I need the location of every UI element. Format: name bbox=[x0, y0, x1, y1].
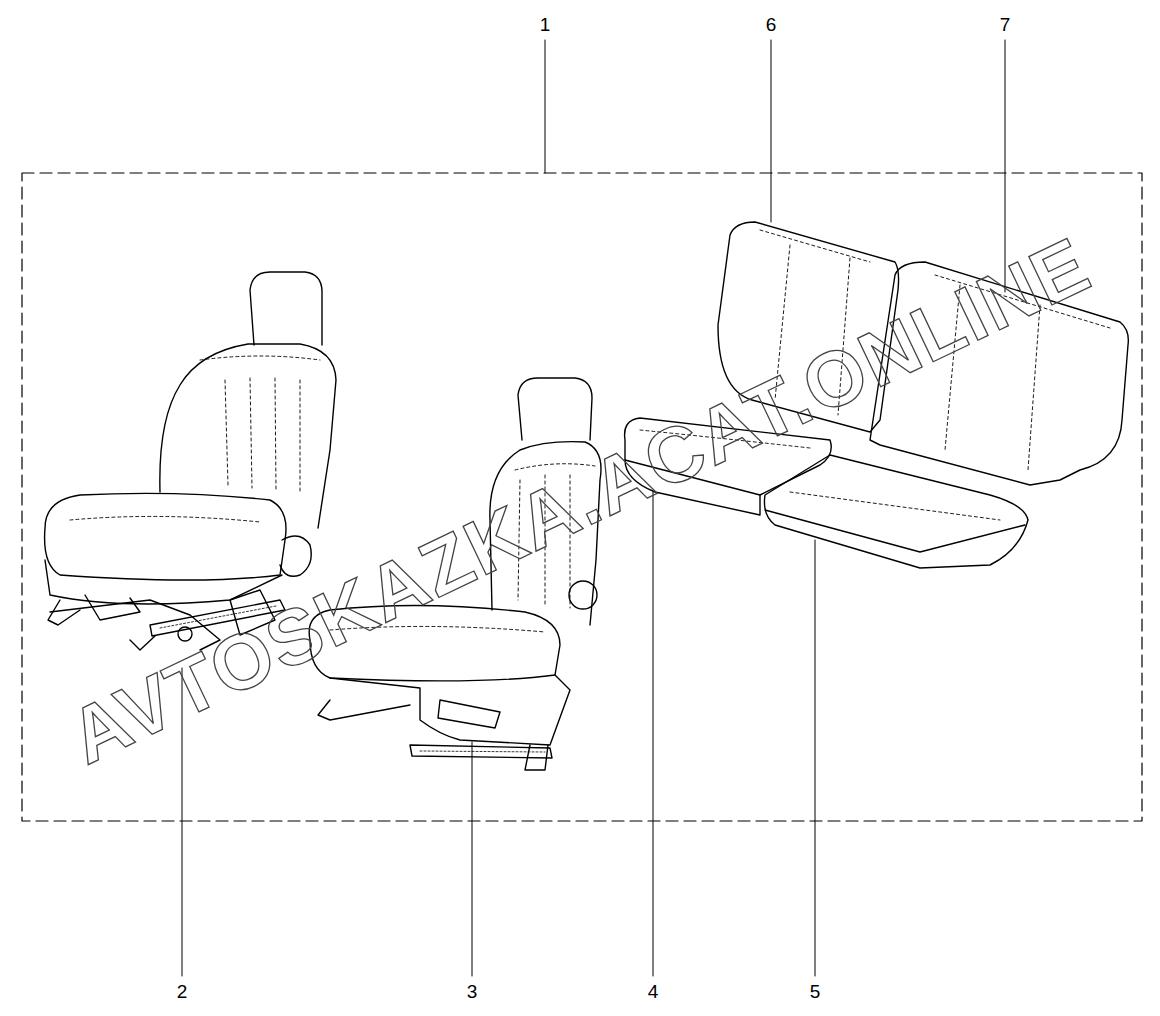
callout-number: 1 bbox=[540, 15, 551, 34]
callout-number: 3 bbox=[467, 982, 478, 1001]
watermark: AVTOSKAZKA.ACAT.ONLINE bbox=[58, 224, 1101, 776]
callout-number: 4 bbox=[648, 982, 659, 1001]
callout-number: 2 bbox=[177, 982, 188, 1001]
callout-number: 6 bbox=[766, 15, 777, 34]
callout-number: 5 bbox=[810, 982, 821, 1001]
callout-number: 7 bbox=[1000, 15, 1011, 34]
